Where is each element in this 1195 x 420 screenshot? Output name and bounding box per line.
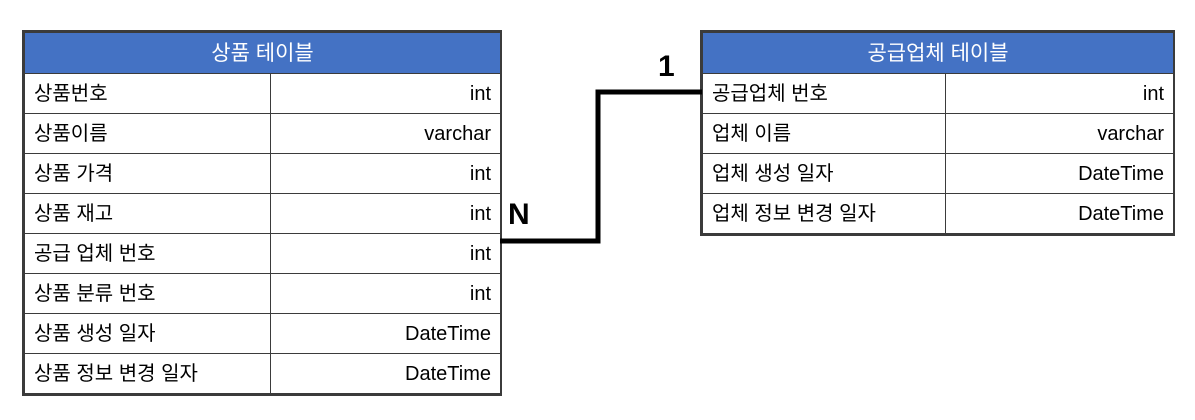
table-title-row-product: 상품 테이블 — [24, 32, 501, 74]
table-row[interactable]: 상품번호 int — [24, 73, 501, 114]
table-title-product: 상품 테이블 — [24, 32, 501, 74]
field-name: 상품 분류 번호 — [24, 273, 271, 314]
cardinality-label-one: 1 — [658, 50, 675, 83]
table-body-supplier: 공급업체 번호 int 업체 이름 varchar 업체 생성 일자 DateT… — [702, 73, 1175, 234]
field-type: DateTime — [944, 193, 1175, 234]
field-type: int — [270, 233, 501, 274]
field-name: 공급업체 번호 — [702, 73, 946, 114]
field-type: int — [944, 73, 1175, 114]
table-title-supplier: 공급업체 테이블 — [701, 32, 1175, 74]
field-name: 상품번호 — [24, 73, 271, 114]
table-row-primary-key[interactable]: 공급업체 번호 int — [702, 73, 1175, 114]
field-type: int — [270, 153, 501, 194]
table-row[interactable]: 업체 정보 변경 일자 DateTime — [702, 193, 1175, 234]
table-row[interactable]: 업체 이름 varchar — [702, 113, 1175, 154]
cardinality-label-many: N — [508, 198, 530, 231]
field-type: varchar — [944, 113, 1175, 154]
table-row[interactable]: 상품 재고 int — [24, 193, 501, 234]
entity-table-supplier[interactable]: 공급업체 테이블 공급업체 번호 int 업체 이름 varchar 업체 생성… — [700, 30, 1175, 236]
table-row-foreign-key[interactable]: 공급 업체 번호 int — [24, 233, 501, 274]
field-name: 업체 이름 — [702, 113, 946, 154]
table-row[interactable]: 상품이름 varchar — [24, 113, 501, 154]
field-name: 상품 가격 — [24, 153, 271, 194]
table-row[interactable]: 상품 정보 변경 일자 DateTime — [24, 353, 501, 394]
table-row[interactable]: 상품 생성 일자 DateTime — [24, 313, 501, 354]
table-row[interactable]: 업체 생성 일자 DateTime — [702, 153, 1175, 194]
field-name: 업체 생성 일자 — [702, 153, 946, 194]
table-row[interactable]: 상품 가격 int — [24, 153, 501, 194]
field-type: int — [270, 73, 501, 114]
field-type: DateTime — [270, 313, 501, 354]
table-row[interactable]: 상품 분류 번호 int — [24, 273, 501, 314]
field-name: 상품 생성 일자 — [24, 313, 271, 354]
connector-path — [500, 89, 702, 244]
field-type: DateTime — [270, 353, 501, 394]
field-type: int — [270, 193, 501, 234]
field-type: DateTime — [944, 153, 1175, 194]
field-name: 상품 정보 변경 일자 — [24, 353, 271, 394]
field-name: 공급 업체 번호 — [24, 233, 271, 274]
entity-table-product[interactable]: 상품 테이블 상품번호 int 상품이름 varchar 상품 가격 int 상… — [22, 30, 502, 396]
table-title-row-supplier: 공급업체 테이블 — [701, 32, 1175, 74]
field-name: 상품이름 — [24, 113, 271, 154]
field-name: 상품 재고 — [24, 193, 271, 234]
field-type: varchar — [270, 113, 501, 154]
table-body-product: 상품번호 int 상품이름 varchar 상품 가격 int 상품 재고 in… — [24, 73, 501, 394]
field-type: int — [270, 273, 501, 314]
field-name: 업체 정보 변경 일자 — [702, 193, 946, 234]
